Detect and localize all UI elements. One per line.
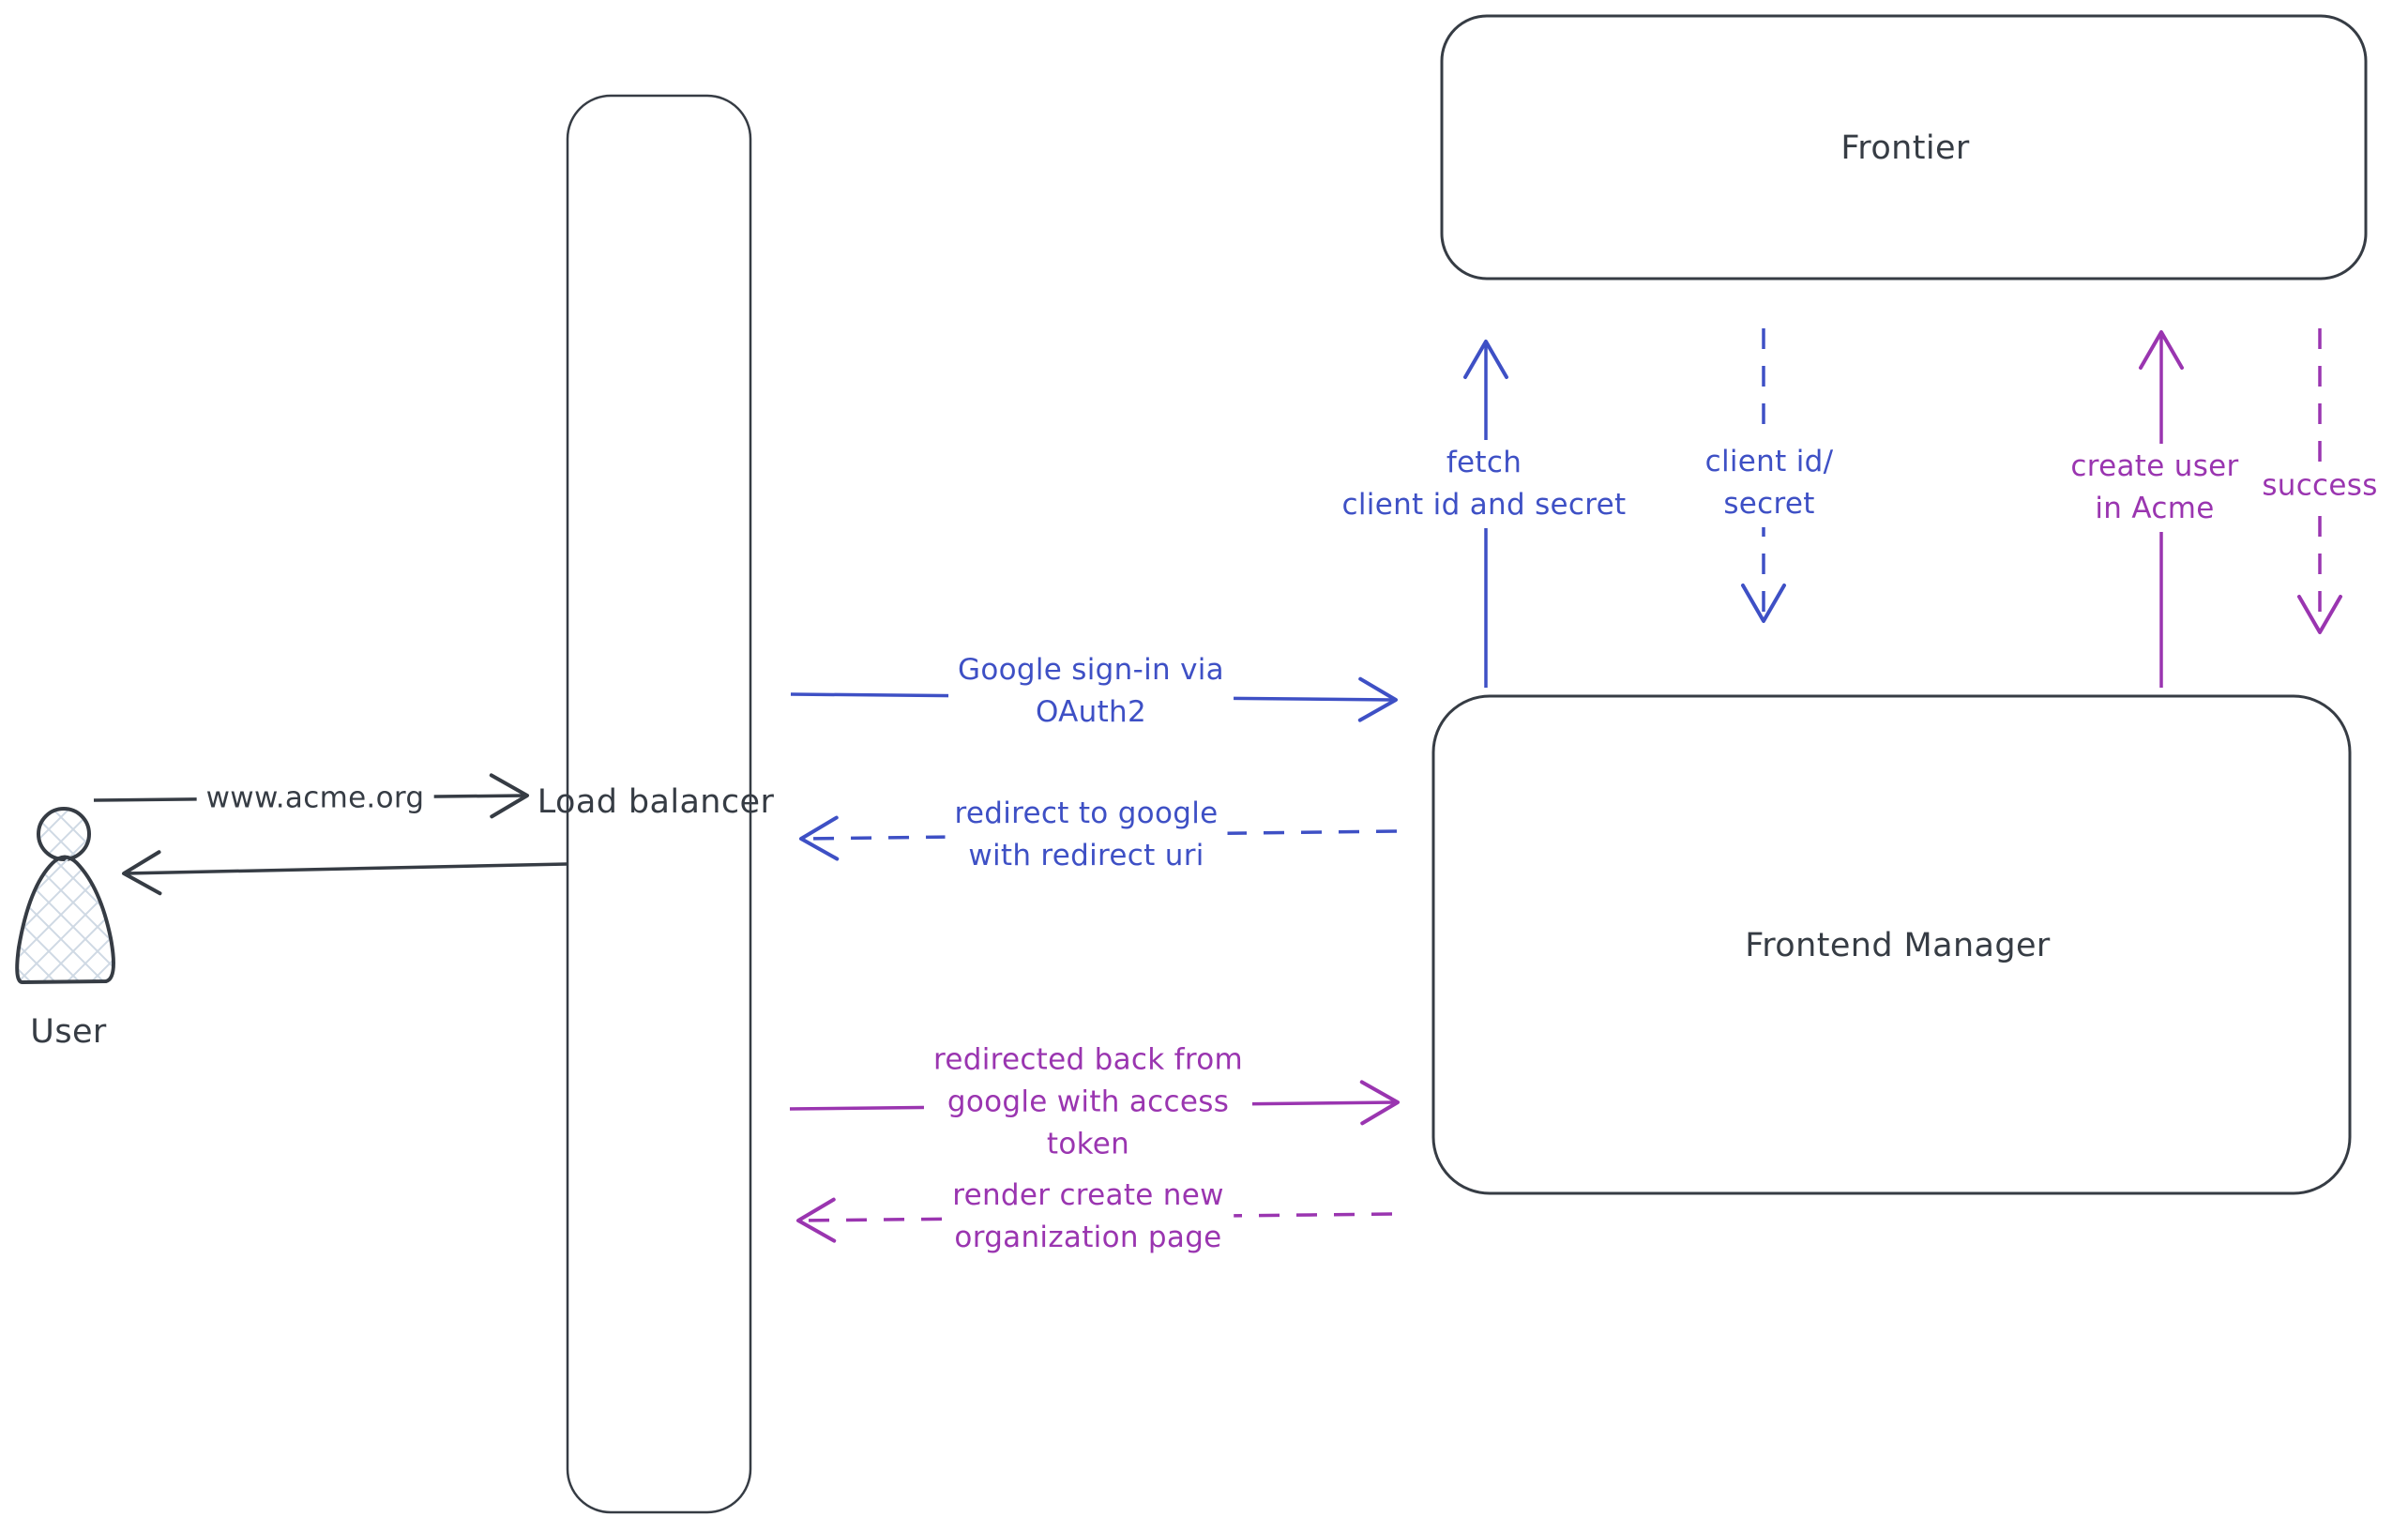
user-icon-head [37,807,91,861]
success-label-text: success [2262,468,2378,503]
render-org-page-label: render create new organization page [943,1173,1234,1261]
load-balancer-label: Load balancer [538,778,774,827]
redirected-back-label-line1: redirected back from [932,1042,1244,1077]
redirect-google-label-line2: with redirect uri [968,839,1204,872]
frontend-manager-box [1431,694,2352,1195]
load-balancer-label-line1: Load [537,783,618,821]
fetch-client-label-line2: client id and secret [1341,488,1627,522]
arrow-response-to-user [122,850,568,896]
render-org-page-label-line2: organization page [954,1221,1222,1254]
create-user-label: create user in Acme [2061,444,2249,532]
client-id-secret-label: client id/ secret [1695,439,1843,527]
www-acme-label: www.acme.org [196,775,434,822]
arrow-redirect-to-google [799,815,1398,861]
redirected-back-label-line2: google with access [947,1085,1230,1119]
frontier-box [1440,14,2368,281]
success-label: success [2252,463,2387,509]
www-acme-label-text: www.acme.org [205,781,425,815]
create-user-label-line2: in Acme [2095,492,2215,525]
frontend-manager-label: Frontend Manager [1745,921,2050,970]
google-signin-label-line2: OAuth2 [1035,695,1147,729]
google-signin-label-line1: Google sign-in via [958,653,1224,687]
client-id-secret-label-line2: secret [1723,487,1815,521]
client-id-secret-label-line1: client id/ [1704,445,1834,478]
frontend-manager-label-line1: Frontend [1745,927,1893,964]
create-user-label-line1: create user [2070,449,2239,483]
frontier-label: Frontier [1840,124,1969,173]
redirected-back-label: redirected back from google with access … [923,1037,1253,1168]
load-balancer-label-line2: balancer [628,783,775,821]
frontier-label-text: Frontier [1840,129,1970,167]
user-icon-body [15,855,116,984]
user-label-text: User [30,1013,107,1051]
fetch-client-label-line1: fetch [1446,446,1522,479]
redirect-google-label-line1: redirect to google [954,796,1219,830]
render-org-page-label-line1: render create new [952,1178,1224,1212]
fetch-client-label: fetch client id and secret [1332,440,1636,528]
frontend-manager-label-line2: Manager [1903,927,2051,964]
google-signin-label: Google sign-in via OAuth2 [948,647,1234,736]
user-label: User [30,1008,106,1056]
load-balancer-box [566,94,752,1514]
arrow-render-org-page [796,1197,1393,1243]
redirected-back-label-line3: token [1046,1127,1130,1161]
redirect-google-label: redirect to google with redirect uri [945,791,1228,879]
